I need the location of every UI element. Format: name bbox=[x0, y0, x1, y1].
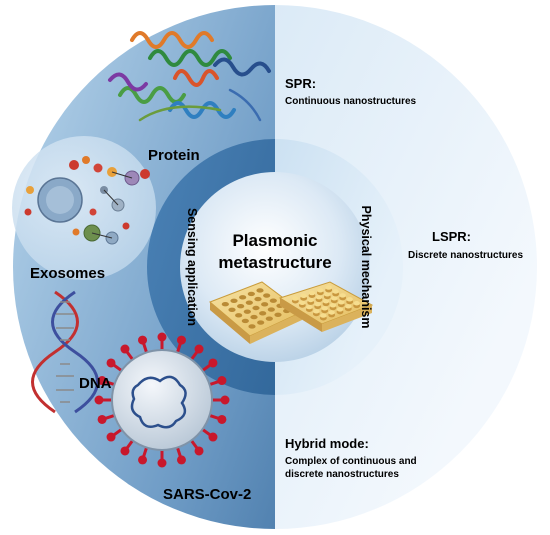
ring-left-label: Sensing application bbox=[185, 208, 199, 326]
exosome-particles bbox=[24, 156, 150, 245]
lspr-title: LSPR: bbox=[432, 229, 471, 244]
exosomes-label: Exosomes bbox=[30, 265, 105, 282]
dna-label: DNA bbox=[79, 375, 112, 392]
virus-label: SARS-Cov-2 bbox=[163, 486, 251, 503]
hybrid-title: Hybrid mode: bbox=[285, 436, 369, 451]
exosomes-bubble bbox=[12, 136, 156, 280]
center-title-line1: Plasmonic bbox=[232, 231, 317, 250]
ring-right-label: Physical mechanism bbox=[359, 206, 373, 329]
nanostructure-chips bbox=[209, 281, 374, 344]
hybrid-description-line2: discrete nanostructures bbox=[285, 469, 399, 480]
center-title-line2: metastructure bbox=[218, 253, 331, 272]
chip-pillars bbox=[278, 281, 374, 332]
spr-description: Continuous nanostructures bbox=[285, 96, 417, 107]
protein-label: Protein bbox=[148, 147, 200, 164]
chip-holes bbox=[209, 281, 303, 344]
dna-illustration bbox=[31, 290, 99, 414]
virus-body bbox=[111, 349, 213, 451]
hybrid-description-line1: Complex of continuous and bbox=[285, 456, 417, 467]
outer-right-half bbox=[275, 5, 537, 529]
virus-illustration bbox=[94, 332, 230, 468]
spr-title: SPR: bbox=[285, 76, 316, 91]
protein-illustration bbox=[108, 31, 271, 122]
lspr-description: Discrete nanostructures bbox=[408, 250, 523, 261]
